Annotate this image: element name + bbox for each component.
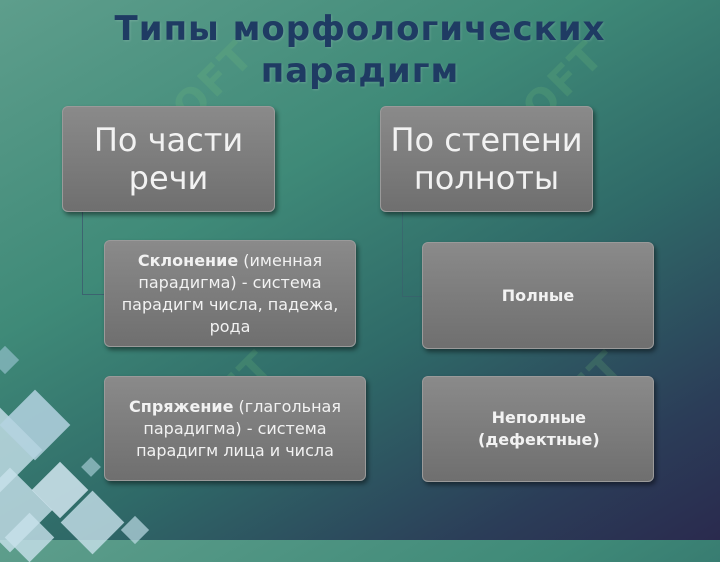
item-text: Склонение (именная парадигма) - система … (115, 250, 345, 338)
decor-square (0, 345, 20, 375)
category-label: речи (128, 159, 209, 197)
item-box-incomplete: Неполные (дефектные) (422, 376, 654, 482)
connector-line (82, 212, 105, 295)
item-term: Полные (501, 285, 575, 305)
item-term: Спряжение (129, 396, 234, 416)
item-text: Спряжение (глагольная парадигма) - систе… (115, 396, 355, 462)
item-term: Склонение (137, 250, 239, 270)
category-label: По части (93, 121, 244, 159)
title-line: Типы морфологических (114, 9, 606, 49)
item-description: (глагольная парадигма) - система парадиг… (136, 396, 341, 460)
item-description: (именная парадигма) - система парадигм ч… (121, 250, 339, 336)
item-box-complete: Полные (422, 242, 654, 349)
title-line: парадигм (260, 51, 460, 91)
page-title: Типы морфологических парадигм (0, 8, 720, 92)
category-label: По степени (390, 121, 583, 159)
category-box-completeness: По степени полноты (380, 106, 593, 212)
decor-square (81, 457, 101, 477)
connector-line (402, 212, 423, 297)
item-box-declension: Склонение (именная парадигма) - система … (104, 240, 356, 347)
item-term: Неполные (дефектные) (478, 408, 600, 449)
item-box-conjugation: Спряжение (глагольная парадигма) - систе… (104, 376, 366, 481)
category-box-part-of-speech: По части речи (62, 106, 275, 212)
category-label: полноты (413, 159, 560, 197)
